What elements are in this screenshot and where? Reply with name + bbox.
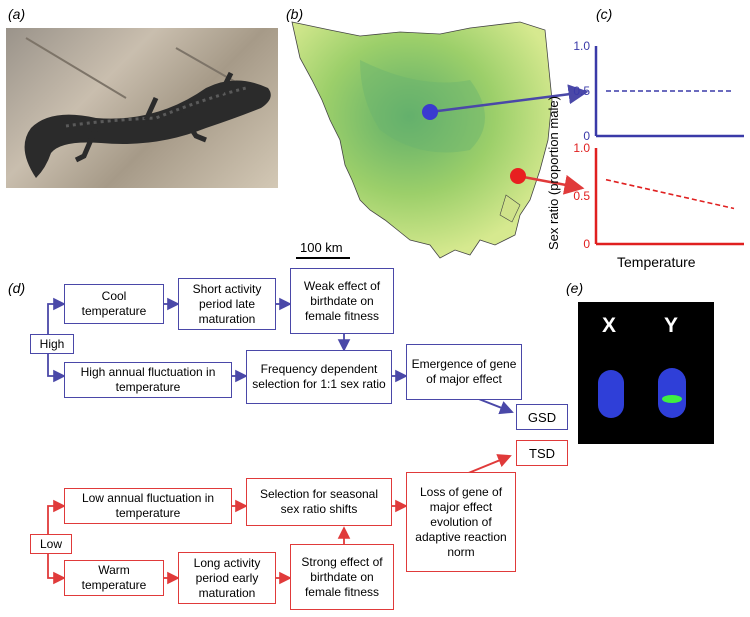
- red-location-dot: [510, 168, 526, 184]
- frequency-dependent-box: Frequency dependent selection for 1:1 se…: [246, 350, 392, 404]
- chromosome-x-label: X: [602, 314, 617, 337]
- long-activity-box: Long activity period early maturation: [178, 552, 276, 604]
- seasonal-selection-box: Selection for seasonal sex ratio shifts: [246, 478, 392, 526]
- panel-label-b: (b): [286, 6, 304, 22]
- chart-1-tick-label: 0: [583, 129, 590, 143]
- red-location-arrow: [517, 174, 585, 195]
- chart-2-series-line: [605, 178, 735, 210]
- panel-label-e: (e): [566, 280, 584, 296]
- cool-temperature-box: Cool temperature: [64, 284, 164, 324]
- low-box: Low: [30, 534, 72, 554]
- chart-1-tick-label: 1.0: [573, 39, 590, 53]
- lizard-photo: [6, 28, 278, 188]
- blue-location-dot: [422, 104, 438, 120]
- emergence-box: Emergence of gene of major effect: [406, 344, 522, 400]
- y-chromosome: [658, 368, 686, 418]
- y-marker: [662, 395, 682, 403]
- loss-gene-box: Loss of gene of major effect evolution o…: [406, 472, 516, 572]
- blue-location-arrow: [429, 84, 589, 114]
- weak-effect-box: Weak effect of birthdate on female fitne…: [290, 268, 394, 334]
- warm-temperature-box: Warm temperature: [64, 560, 164, 596]
- chart-1-tick-label: 0.5: [573, 84, 590, 98]
- chart-xlabel: Temperature: [617, 254, 696, 270]
- high-fluctuation-box: High annual fluctuation in temperature: [64, 362, 232, 398]
- panel-label-c: (c): [596, 6, 613, 22]
- strong-effect-box: Strong effect of birthdate on female fit…: [290, 544, 394, 610]
- map-scale-label: 100 km: [300, 240, 343, 255]
- short-activity-box: Short activity period late maturation: [178, 278, 276, 330]
- chart-2-tick-label: 1.0: [573, 141, 590, 155]
- chart-2-tick-label: 0.5: [573, 189, 590, 203]
- panel-label-a: (a): [8, 6, 26, 22]
- gsd-box: GSD: [516, 404, 568, 430]
- chromosome-image: X Y: [578, 302, 714, 444]
- chart-2-tick-label: 0: [583, 237, 590, 251]
- panel-label-d: (d): [8, 280, 26, 296]
- low-fluctuation-box: Low annual fluctuation in temperature: [64, 488, 232, 524]
- x-chromosome: [598, 370, 624, 418]
- high-box: High: [30, 334, 74, 354]
- chromosome-y-label: Y: [664, 314, 679, 337]
- tsd-box: TSD: [516, 440, 568, 466]
